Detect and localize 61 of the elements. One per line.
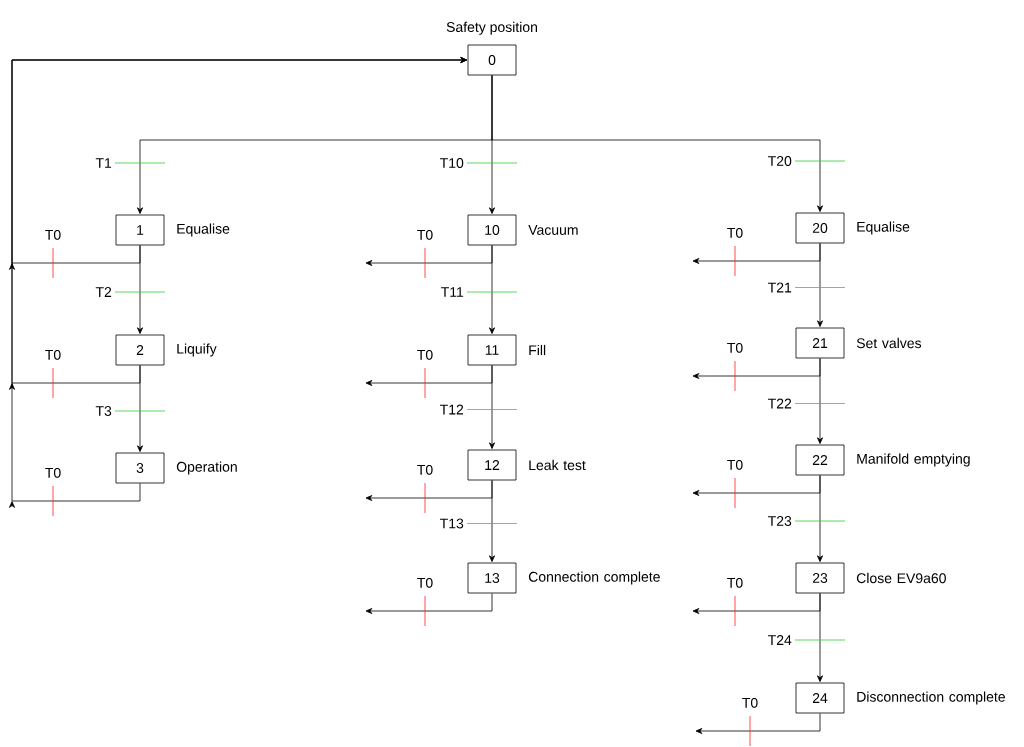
step-name: Liquify — [177, 343, 217, 357]
edge-label: T10 — [440, 158, 464, 168]
step-name: Vacuum — [528, 225, 578, 235]
edge-label: T0 — [45, 467, 61, 478]
step-name: Equalise — [177, 223, 230, 237]
edge-label: T11 — [441, 287, 464, 297]
edge-label: T0 — [727, 342, 743, 353]
step-box: 23 — [795, 562, 845, 594]
edge-label: T0 — [727, 459, 743, 470]
step-box: 20 — [795, 212, 845, 244]
edge-label: T3 — [95, 406, 112, 416]
edge-label: T23 — [768, 516, 792, 526]
edge-label: T0 — [417, 464, 433, 475]
step-box: 3 — [115, 452, 165, 484]
edge-label: T2 — [95, 287, 112, 297]
edge-label: T20 — [768, 156, 792, 166]
arrow — [365, 593, 493, 614]
arrow — [692, 243, 821, 264]
step-box: 12 — [467, 449, 517, 481]
edge-label: T0 — [45, 229, 61, 240]
step-name: Manifold emptying — [857, 453, 970, 467]
edge-label: T21 — [768, 282, 792, 293]
step-name: Operation — [176, 461, 237, 475]
edge-label: T0 — [417, 229, 433, 240]
step-name: Disconnection complete — [857, 691, 1005, 705]
arrow — [365, 245, 493, 266]
arrow — [491, 75, 823, 212]
edge-label: T12 — [440, 404, 464, 415]
arrow — [695, 713, 821, 734]
edge-label: T0 — [417, 349, 433, 360]
edge-label: T0 — [417, 577, 433, 588]
arrow — [9, 57, 467, 508]
step-box: 2 — [115, 334, 165, 366]
step-name: Equalise — [857, 221, 910, 235]
step-name: Connection complete — [528, 571, 660, 585]
step-box: 11 — [467, 334, 517, 366]
step-box: 0 — [467, 44, 517, 76]
arrow — [365, 365, 493, 386]
edge-label: T0 — [727, 227, 743, 238]
edge-label: T0 — [727, 577, 743, 588]
step-name: Fill — [529, 344, 546, 356]
step-box: 1 — [115, 214, 165, 246]
step-name: Set valves — [856, 337, 922, 349]
edge-label: T0 — [45, 349, 61, 360]
step-name: Leak test — [529, 459, 586, 471]
edge-label: T22 — [768, 398, 792, 409]
arrow — [692, 358, 821, 379]
step-box: 21 — [795, 327, 845, 359]
edge-label: T1 — [95, 158, 112, 168]
step-box: 24 — [795, 682, 845, 714]
edge-label: T0 — [742, 697, 758, 708]
arrow — [692, 593, 821, 614]
step-box: 22 — [795, 444, 845, 476]
arrow — [692, 475, 821, 496]
step-box: 10 — [467, 214, 517, 246]
edge-label: T24 — [768, 635, 792, 645]
arrow — [365, 480, 493, 501]
step-title: Safety position — [446, 21, 537, 35]
step-box: 13 — [467, 562, 517, 594]
step-name: Close EV9a60 — [856, 572, 946, 584]
edge-label: T13 — [440, 518, 464, 529]
